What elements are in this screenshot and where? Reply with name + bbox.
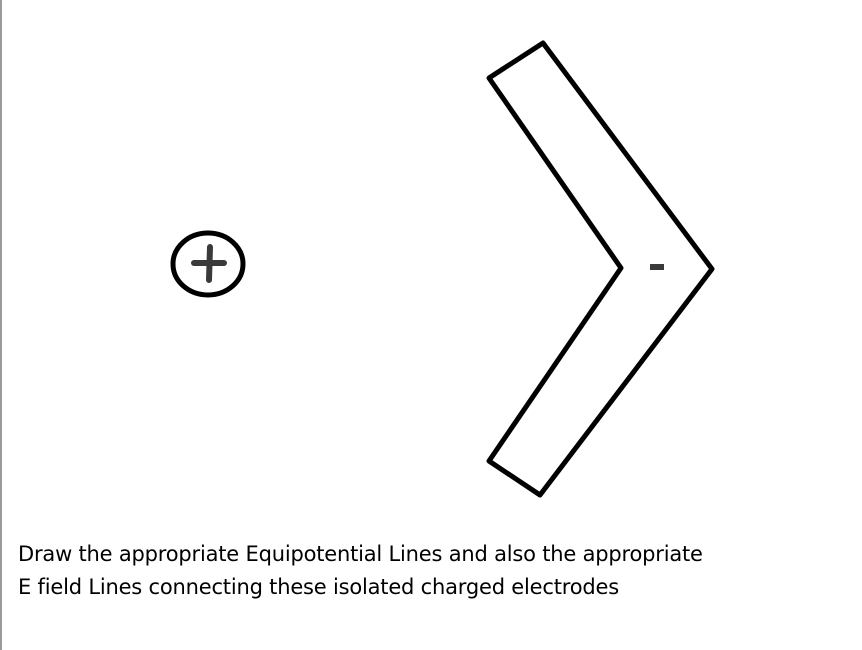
- positive-charge: [170, 230, 246, 298]
- negative-electrode: [486, 40, 715, 498]
- plus-icon: [191, 244, 227, 283]
- instruction-line-1: Draw the appropriate Equipotential Lines…: [18, 542, 703, 566]
- chevron-electrode-outline: [486, 40, 715, 498]
- instruction-text: Draw the appropriate Equipotential Lines…: [18, 538, 838, 604]
- window-left-border: [0, 0, 2, 650]
- instruction-line-2: E field Lines connecting these isolated …: [18, 575, 619, 599]
- positive-charge-circle: [170, 230, 246, 298]
